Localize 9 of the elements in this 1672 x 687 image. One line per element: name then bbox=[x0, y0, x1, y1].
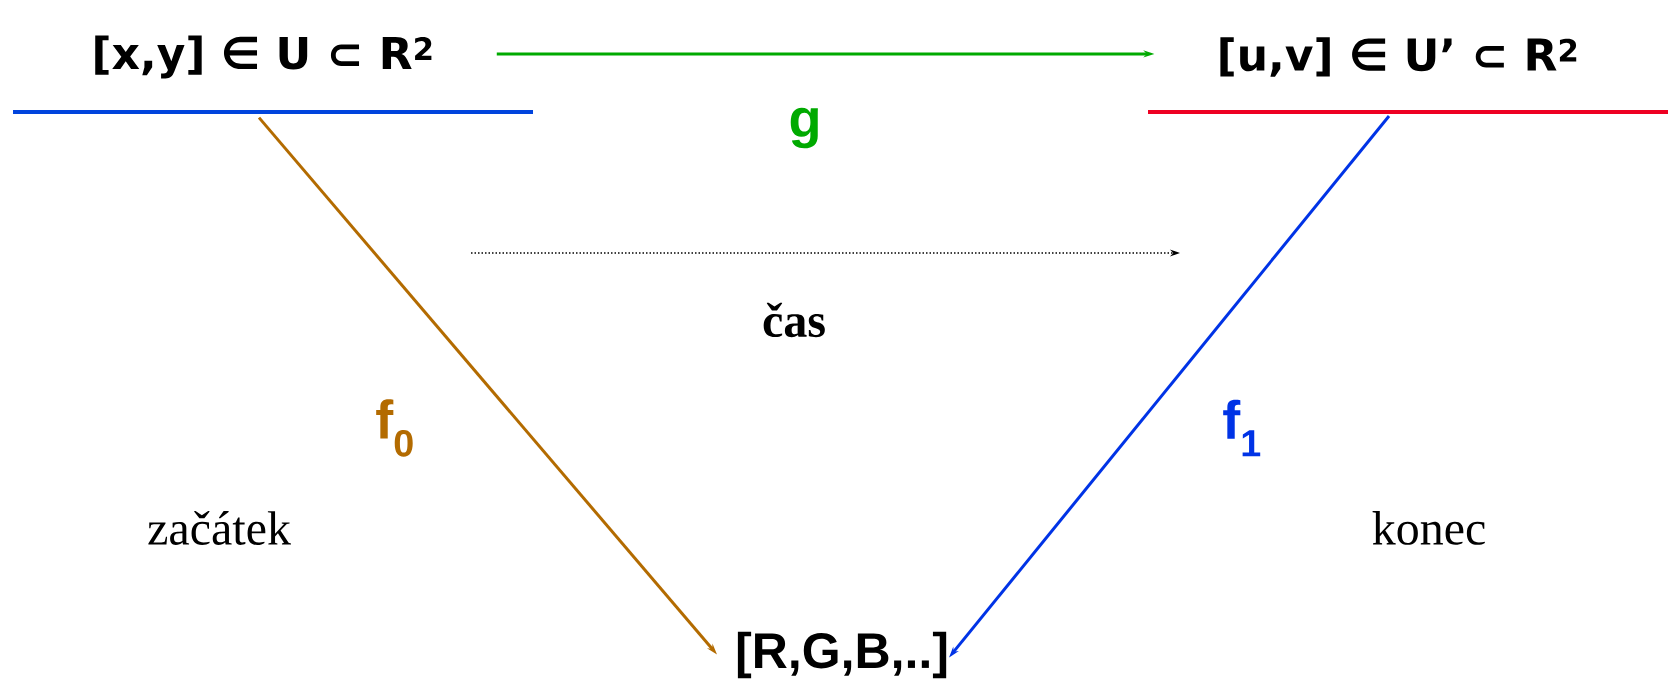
edge-label: f$_{0}$ bbox=[376, 399, 413, 457]
start-label: začátek bbox=[148, 511, 291, 545]
underlined-term: [x,y] ∈ U ⊂ R$^{2}$ bbox=[13, 35, 533, 114]
edge-label: f$_{1}$ bbox=[1223, 399, 1261, 457]
edge-label: g bbox=[790, 107, 818, 149]
end-label: konec bbox=[1372, 511, 1485, 545]
time-label: čas bbox=[763, 302, 825, 338]
term-text: [R,G,B,..] bbox=[737, 631, 947, 679]
underlined-term: [u,v] ∈ U’ ⊂ R$^{2}$ bbox=[1148, 37, 1668, 114]
